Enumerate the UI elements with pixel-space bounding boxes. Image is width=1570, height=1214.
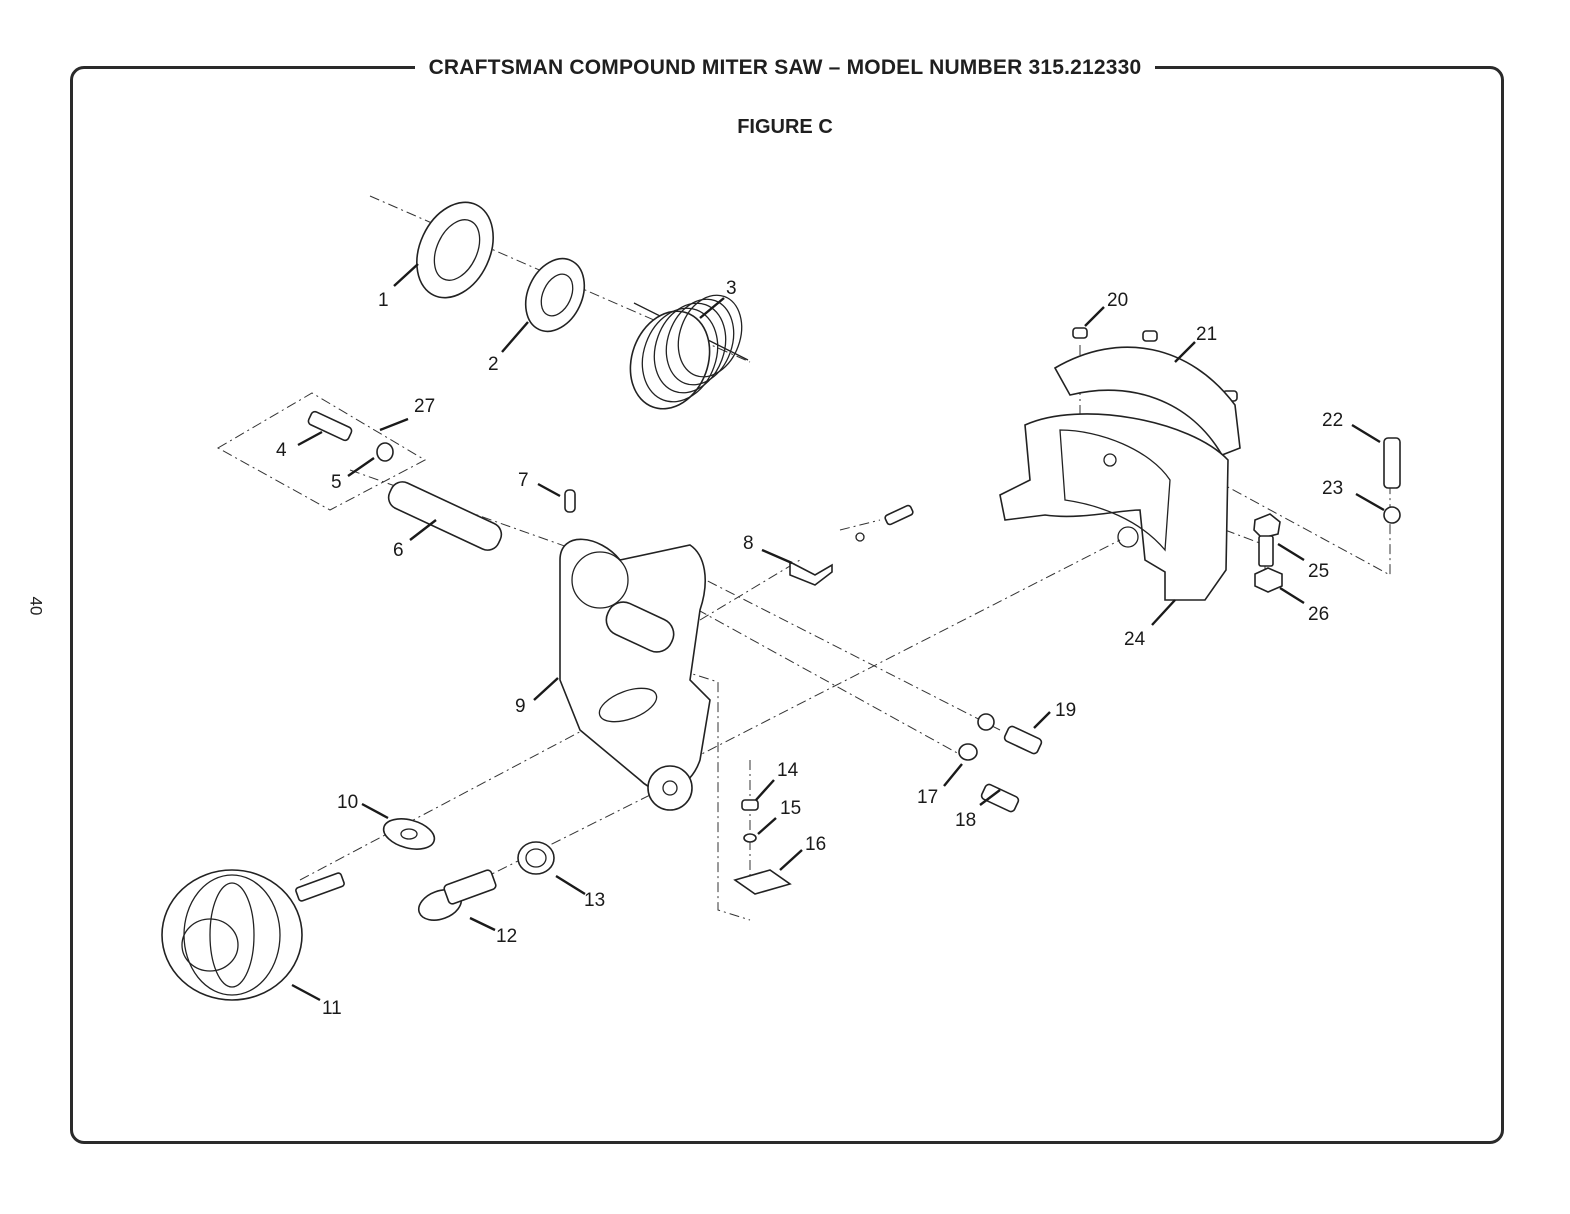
part-22-bolt [1383,437,1401,489]
callout-12: 12 [496,926,517,947]
leader-lines [291,263,1385,1002]
callout-25: 25 [1308,561,1329,582]
part-25-hex-bolt [1253,513,1281,567]
callout-19: 19 [1055,700,1076,721]
part-2-keyed-washer [524,257,586,333]
callout-10: 10 [337,792,358,813]
callout-17: 17 [917,787,938,808]
part-13-washer [517,841,555,875]
part-7-spring [564,489,576,513]
callout-24: 24 [1124,629,1146,650]
callout-5: 5 [331,472,342,493]
callout-16: 16 [805,834,826,855]
callout-22: 22 [1322,410,1343,431]
part-15-lockwasher [743,833,757,843]
part-4-set-screw [307,410,353,442]
callout-numbers: 1 2 3 4 5 6 7 8 9 10 11 12 13 14 15 16 1… [276,278,1343,1019]
part-6-pin [387,481,503,551]
part-3-torsion-spring [629,294,749,410]
part-11-knob [161,869,345,1001]
callout-15: 15 [780,798,801,819]
part-8-bracket [789,504,914,586]
callout-26: 26 [1308,604,1329,625]
callout-23: 23 [1322,478,1343,499]
part-5-ball [376,442,394,462]
part-17-washer [958,743,978,761]
part-14-screw [741,799,759,811]
part-10-washer [382,818,436,850]
figure-label: FIGURE C [737,116,833,138]
part-23-washer [1383,506,1401,524]
callout-11: 11 [322,998,342,1019]
callout-27: 27 [414,396,435,417]
part-1-ring [416,201,494,299]
callout-6: 6 [393,540,404,561]
callout-9: 9 [515,696,526,717]
part-12-shoulder-bolt [417,869,497,921]
part-18-screw [980,783,1020,813]
callout-3: 3 [726,278,737,299]
header: CRAFTSMAN COMPOUND MITER SAW – MODEL NUM… [0,56,1570,80]
callout-4: 4 [276,440,287,461]
callout-1: 1 [378,290,389,311]
callout-7: 7 [518,470,529,491]
callout-18: 18 [955,810,976,831]
callout-20: 20 [1107,290,1128,311]
part-9-bevel-bracket [559,538,711,811]
part-26-hex-nut [1254,567,1283,593]
page-title: CRAFTSMAN COMPOUND MITER SAW – MODEL NUM… [414,56,1156,80]
callout-2: 2 [488,354,499,375]
part-21-bevel-scale [1053,346,1241,456]
callout-14: 14 [777,760,799,781]
part-19-screw [977,713,1043,755]
callout-21: 21 [1196,324,1217,345]
callout-8: 8 [743,533,754,554]
part-24-bevel-support [999,413,1229,601]
callout-13: 13 [584,890,605,911]
part-16-plate [733,869,792,895]
